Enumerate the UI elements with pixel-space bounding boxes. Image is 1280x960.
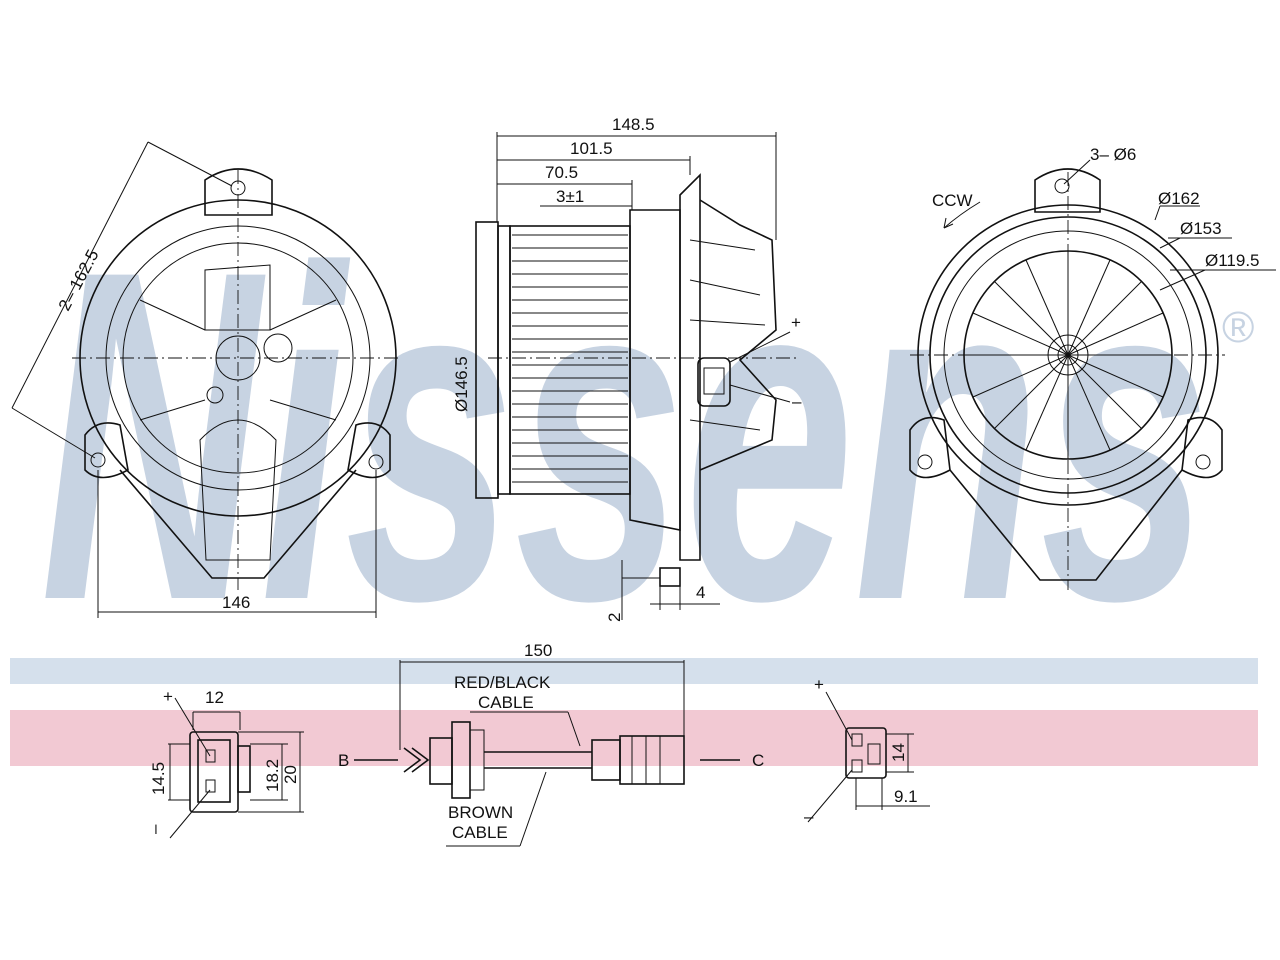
dim-holes: 3– Ø6 [1090, 145, 1136, 164]
dim-offset-vertical: 2 [605, 613, 624, 622]
side-plus: + [791, 313, 801, 332]
rotation-direction: CCW [932, 191, 973, 210]
cable-length: 150 [524, 641, 552, 660]
conn-left-minus: – [145, 824, 164, 834]
cable-end-b: B [338, 751, 349, 770]
conn-left-height-a: 14.5 [149, 762, 168, 795]
dim-dia-outer: Ø162 [1158, 189, 1200, 208]
dim-tolerance: 3±1 [556, 187, 584, 206]
connector-right: 14 9.1 + – [804, 675, 930, 826]
band-pink [10, 710, 1258, 766]
conn-left-plus: + [163, 687, 173, 706]
conn-left-width: 12 [205, 688, 224, 707]
conn-right-plus: + [814, 675, 824, 694]
dim-length-2: 101.5 [570, 139, 613, 158]
conn-right-minus: – [804, 807, 814, 826]
conn-right-width: 9.1 [894, 787, 918, 806]
conn-left-height-c: 20 [281, 765, 300, 784]
dim-overall-length: 148.5 [612, 115, 655, 134]
side-view: 148.5 101.5 70.5 3±1 Ø146.5 + – 4 2 [452, 115, 802, 622]
front-view: 2– 162.5 146 [11, 141, 402, 618]
cable-brown-label: BROWN CABLE [448, 803, 518, 842]
watermark-brand: Nissens [40, 173, 1210, 698]
dim-diameter: Ø146.5 [452, 356, 471, 412]
cable-assembly: 150 B C RED/BLACK CABLE BROWN CABLE [338, 641, 764, 847]
dim-dia-mid: Ø153 [1180, 219, 1222, 238]
cable-end-c: C [752, 751, 764, 770]
dim-width: 146 [222, 593, 250, 612]
conn-right-height: 14 [889, 743, 908, 762]
rear-view: 3– Ø6 CCW Ø162 Ø153 Ø119.5 [909, 145, 1276, 590]
side-minus: – [792, 392, 802, 411]
registered-mark: ® [1222, 303, 1254, 352]
dim-length-3: 70.5 [545, 163, 578, 182]
dim-offset-small: 4 [696, 583, 705, 602]
conn-left-height-b: 18.2 [263, 759, 282, 792]
dim-dia-inner: Ø119.5 [1205, 251, 1260, 270]
cable-red-black-label: RED/BLACK CABLE [454, 673, 555, 712]
connector-left: 12 14.5 18.2 20 + – [145, 687, 304, 839]
